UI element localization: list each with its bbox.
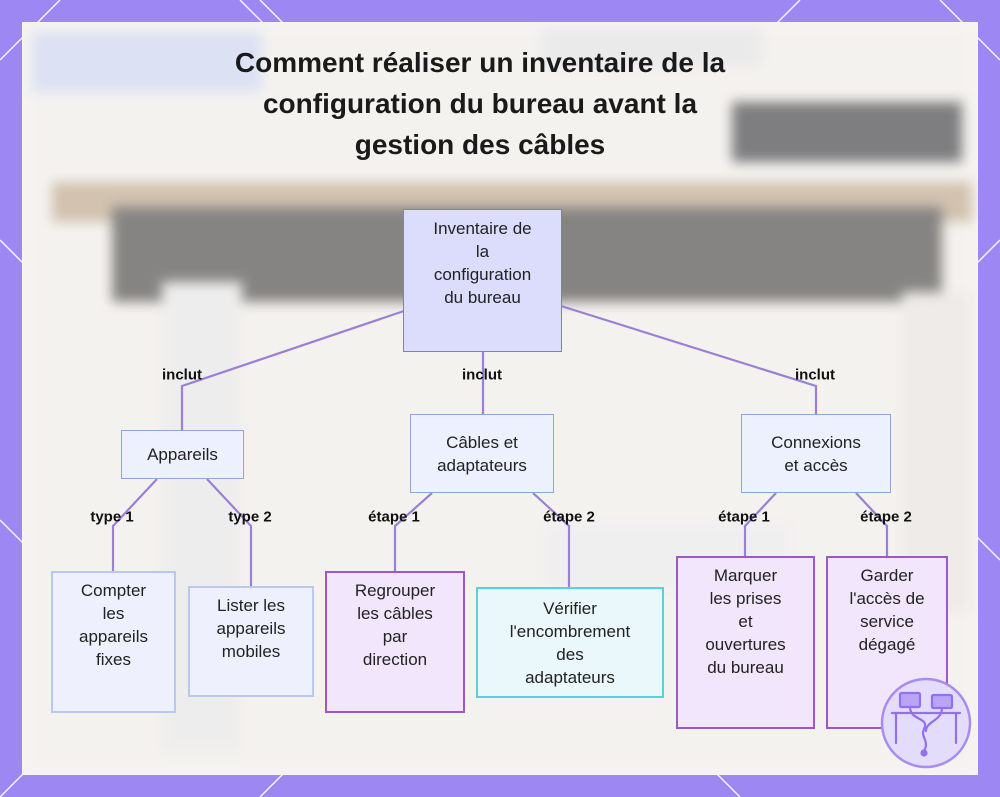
edge-label-type2: type 2	[228, 508, 272, 526]
edge-connexions-garder	[855, 492, 889, 556]
edge-root-connexions	[560, 304, 818, 414]
edge-label-etape2-connexions: étape 2	[860, 508, 912, 526]
edge-label-etape1-cables: étape 1	[368, 508, 420, 526]
node-regrouper-cables[interactable]: Regrouper les câbles par direction	[325, 571, 465, 713]
node-appareils[interactable]: Appareils	[121, 430, 244, 479]
node-cables-adaptateurs[interactable]: Câbles et adaptateurs	[410, 414, 554, 493]
edge-appareils-mobiles	[206, 478, 253, 586]
edge-label-inclut-appareils: inclut	[162, 366, 202, 384]
edge-cables-regrouper	[393, 492, 433, 572]
node-lister-appareils-mobiles[interactable]: Lister les appareils mobiles	[188, 586, 314, 697]
desk-cable-logo-icon	[880, 677, 972, 769]
node-verifier-adaptateurs[interactable]: Vérifier l'encombrement des adaptateurs	[476, 587, 664, 698]
edge-label-inclut-cables: inclut	[462, 366, 502, 384]
edge-connexions-marquer	[743, 492, 777, 556]
node-marquer-prises[interactable]: Marquer les prises et ouvertures du bure…	[676, 556, 815, 729]
edge-label-inclut-connexions: inclut	[795, 366, 835, 384]
edge-label-etape1-connexions: étape 1	[718, 508, 770, 526]
node-compter-appareils-fixes[interactable]: Compter les appareils fixes	[51, 571, 176, 713]
diagram-title: Comment réaliser un inventaire de la con…	[234, 47, 726, 160]
node-root-inventaire[interactable]: Inventaire de la configuration du bureau	[403, 209, 562, 352]
node-connexions-acces[interactable]: Connexions et accès	[741, 414, 891, 493]
edge-root-appareils	[180, 309, 405, 430]
edge-label-etape2-cables: étape 2	[543, 508, 595, 526]
edge-cables-verifier	[532, 492, 571, 588]
edge-label-type1: type 1	[90, 508, 134, 526]
edge-appareils-fixes	[111, 478, 158, 571]
